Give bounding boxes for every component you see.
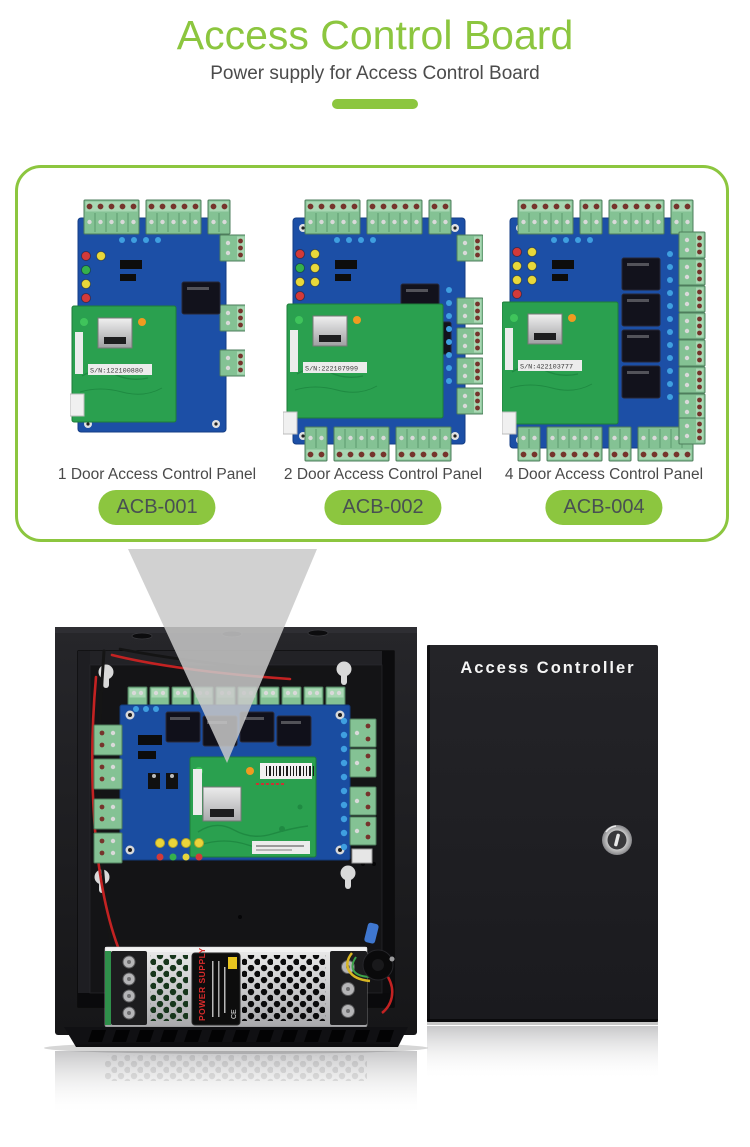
- terminal-block: [678, 231, 705, 259]
- jst-connector: [501, 411, 516, 435]
- terminal-block: [219, 304, 245, 332]
- terminal-block: [333, 426, 390, 462]
- terminal-block: [517, 426, 540, 462]
- door-lock: [602, 825, 632, 855]
- title-divider: [332, 99, 418, 109]
- terminal-block: [304, 426, 328, 462]
- relay: [621, 365, 660, 399]
- enclosure-photo: POWER SUPPLY CE: [0, 617, 750, 1147]
- pcb-photo-4-door: S/N:422103777: [491, 198, 717, 463]
- terminal-block: [83, 199, 139, 235]
- led: [511, 247, 522, 257]
- led: [80, 279, 91, 289]
- floor-reflection: [44, 1022, 658, 1115]
- page-title: Access Control Board: [176, 12, 574, 58]
- terminal-block: [456, 387, 483, 415]
- led: [511, 261, 522, 271]
- pcb-photo-2-door: S/N:222107999: [270, 198, 496, 463]
- terminal-block: [608, 199, 664, 235]
- terminal-block: [456, 327, 483, 355]
- led: [95, 251, 106, 261]
- product-showcase-panel: S/N:122100880 1 Door Access Control Pane…: [15, 165, 729, 542]
- jst-connector: [69, 393, 84, 417]
- terminal-block: [678, 312, 705, 340]
- terminal-block: [207, 199, 230, 235]
- serial-sticker: [87, 364, 152, 375]
- terminal-block: [678, 285, 705, 313]
- terminal-block: [608, 426, 631, 462]
- relay: [181, 281, 220, 315]
- led: [310, 277, 320, 287]
- power-supply-unit: POWER SUPPLY CE: [104, 946, 368, 1028]
- product-caption: 4 Door Access Control Panel: [504, 466, 704, 483]
- serial-label: S/N:422103777: [520, 364, 573, 372]
- led: [80, 293, 91, 303]
- door-label: Access Controller: [460, 659, 635, 677]
- product-card-acb-001: S/N:122100880 1 Door Access Control Pane…: [44, 198, 270, 528]
- led: [295, 249, 305, 259]
- terminal-block: [678, 393, 705, 421]
- terminal-block: [456, 297, 483, 325]
- serial-label: S/N:122100880: [90, 368, 143, 376]
- model-badge: ACB-002: [324, 490, 442, 525]
- relay: [621, 329, 660, 363]
- led: [511, 289, 522, 299]
- daughterboard: S/N:222107999: [286, 303, 444, 419]
- psu-label: POWER SUPPLY CE: [191, 947, 241, 1026]
- led: [310, 263, 320, 273]
- product-caption: 2 Door Access Control Panel: [283, 466, 483, 483]
- led: [295, 263, 305, 273]
- product-caption: 1 Door Access Control Panel: [57, 466, 257, 483]
- led: [526, 247, 537, 257]
- led: [80, 251, 91, 261]
- page-subtitle: Power supply for Access Control Board: [210, 63, 540, 84]
- psu-ce-mark: CE: [231, 1009, 238, 1019]
- serial-sticker: [517, 360, 582, 371]
- keyhole-mounts: [94, 661, 356, 893]
- terminal-block: [456, 234, 483, 262]
- led: [80, 265, 91, 275]
- led: [295, 277, 305, 287]
- terminal-block: [219, 349, 245, 377]
- led: [310, 249, 320, 259]
- status-leds: [155, 838, 204, 861]
- serial-sticker: [303, 362, 367, 373]
- terminal-block: [395, 426, 452, 462]
- daughterboard: S/N:422103777: [501, 301, 618, 425]
- relay: [621, 293, 660, 327]
- daughterboard: S/N:122100880: [71, 305, 176, 423]
- terminal-block: [219, 234, 245, 262]
- terminal-block: [145, 199, 201, 235]
- terminal-block: [579, 199, 602, 235]
- psu-label-text: POWER SUPPLY: [197, 947, 207, 1021]
- terminal-block: [517, 199, 573, 235]
- terminal-block: [678, 417, 705, 445]
- terminal-block: [546, 426, 602, 462]
- psu-screw-terminals-left: [122, 955, 136, 1020]
- terminal-block: [456, 357, 483, 385]
- led: [295, 291, 305, 301]
- terminal-block: [678, 258, 705, 286]
- led: [526, 275, 537, 285]
- product-card-acb-004: S/N:422103777 4 Door Access Control Pane…: [491, 198, 717, 528]
- terminal-block: [678, 366, 705, 394]
- enclosure-door: Access Controller: [427, 645, 658, 1022]
- led: [526, 261, 537, 271]
- pcb-photo-1-door: S/N:122100880: [44, 198, 270, 438]
- terminal-block: [670, 199, 693, 235]
- daughterboard: [189, 756, 317, 858]
- terminal-block: [428, 199, 452, 235]
- product-card-acb-002: S/N:222107999 2 Door Access Control Pane…: [270, 198, 496, 528]
- vent-slots: [64, 1027, 408, 1047]
- relay: [621, 257, 660, 291]
- terminal-block: [678, 339, 705, 367]
- model-badge: ACB-001: [98, 490, 216, 525]
- model-badge: ACB-004: [545, 490, 663, 525]
- cable-grommet: [346, 922, 395, 1014]
- led: [511, 275, 522, 285]
- terminal-block: [366, 199, 423, 235]
- serial-label: S/N:222107999: [305, 366, 358, 374]
- terminal-block: [304, 199, 361, 235]
- jst-connector: [283, 411, 298, 435]
